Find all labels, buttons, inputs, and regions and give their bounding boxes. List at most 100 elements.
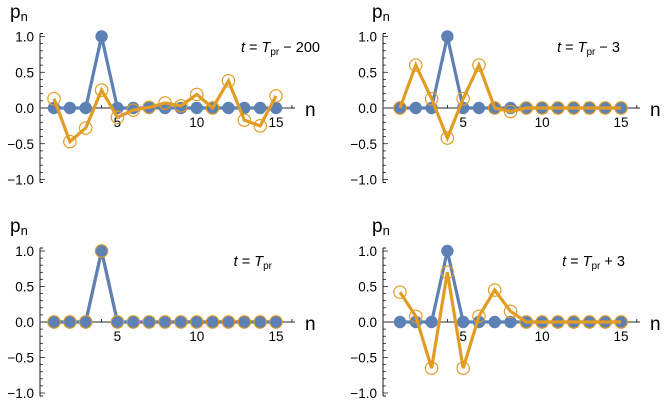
data-point bbox=[488, 315, 501, 329]
data-point-ring bbox=[614, 315, 628, 329]
data-point-ring bbox=[551, 315, 565, 329]
data-point-ring bbox=[142, 100, 156, 114]
data-point-ring bbox=[598, 315, 612, 329]
data-point bbox=[441, 244, 454, 258]
data-point-ring bbox=[535, 101, 549, 115]
data-point-ring bbox=[440, 265, 455, 279]
x-tick-label: 10 bbox=[189, 115, 204, 130]
data-point bbox=[174, 315, 188, 329]
data-point-ring bbox=[409, 58, 423, 72]
data-point bbox=[409, 101, 422, 115]
data-point-ring bbox=[488, 101, 502, 115]
data-point bbox=[94, 244, 109, 258]
data-point-ring bbox=[158, 96, 172, 110]
y-tick-label: −0.5 bbox=[7, 137, 34, 152]
time-annotation: t = Tpr​ bbox=[234, 254, 273, 272]
y-tick-label: 0.5 bbox=[15, 280, 34, 295]
y-tick-label: −1.0 bbox=[7, 173, 34, 188]
data-point bbox=[253, 315, 267, 329]
data-point-ring bbox=[205, 101, 220, 115]
y-axis-label: pn bbox=[372, 2, 390, 24]
data-point-ring bbox=[566, 315, 581, 329]
y-axis-label: pn bbox=[10, 216, 28, 238]
data-point-ring bbox=[63, 134, 77, 149]
data-point-ring bbox=[582, 101, 597, 115]
x-tick-label: 15 bbox=[614, 115, 629, 130]
data-point bbox=[237, 315, 252, 329]
data-point-ring bbox=[456, 92, 470, 106]
data-point bbox=[79, 315, 93, 329]
data-point-ring bbox=[503, 104, 518, 119]
x-axis-label: n bbox=[305, 314, 316, 335]
data-point-ring bbox=[94, 83, 109, 97]
data-point-ring bbox=[503, 304, 518, 319]
data-point-ring bbox=[488, 283, 502, 297]
y-tick-label: 0.5 bbox=[358, 280, 377, 295]
data-point-ring bbox=[519, 101, 534, 115]
series-initial bbox=[393, 244, 628, 329]
y-tick-label: −0.5 bbox=[350, 137, 377, 152]
data-point bbox=[190, 315, 204, 329]
data-point-ring bbox=[440, 131, 455, 145]
y-tick-label: 1.0 bbox=[358, 30, 377, 45]
data-point bbox=[126, 315, 141, 329]
data-point-ring bbox=[237, 113, 252, 127]
data-point-ring bbox=[566, 101, 581, 115]
time-annotation: t = Tpr − 200 bbox=[241, 40, 320, 58]
data-point bbox=[205, 315, 220, 329]
data-point-ring bbox=[614, 101, 628, 115]
data-point-ring bbox=[472, 309, 486, 324]
data-point-ring bbox=[424, 361, 439, 375]
data-point-ring bbox=[519, 315, 534, 329]
y-tick-label: 0.0 bbox=[15, 101, 34, 116]
data-point bbox=[472, 101, 486, 115]
x-tick-label: 5 bbox=[459, 329, 467, 344]
data-point bbox=[95, 30, 108, 43]
y-tick-label: −1.0 bbox=[350, 173, 377, 188]
y-tick-label: 0.0 bbox=[358, 315, 377, 330]
series-line bbox=[398, 272, 622, 369]
data-point bbox=[253, 101, 267, 115]
x-tick-label: 5 bbox=[114, 115, 122, 130]
x-axis-label: n bbox=[650, 314, 661, 335]
data-point-ring bbox=[409, 309, 423, 324]
time-annotation: t = Tpr + 3 bbox=[562, 254, 625, 272]
series-line bbox=[52, 77, 278, 145]
data-point-ring bbox=[472, 58, 486, 72]
data-point-ring bbox=[126, 103, 141, 117]
data-point-ring bbox=[269, 89, 283, 103]
x-tick-label: 5 bbox=[114, 329, 122, 344]
data-point bbox=[63, 101, 77, 115]
y-tick-label: 0.0 bbox=[358, 101, 377, 116]
data-point bbox=[456, 315, 470, 329]
data-point bbox=[190, 101, 203, 115]
data-point bbox=[425, 315, 438, 329]
x-tick-label: 15 bbox=[269, 115, 284, 130]
series-line bbox=[398, 60, 622, 143]
x-tick-label: 10 bbox=[189, 329, 204, 344]
data-point-ring bbox=[221, 74, 236, 88]
y-tick-label: −0.5 bbox=[350, 351, 377, 366]
data-point-ring bbox=[253, 119, 267, 133]
x-axis-label: n bbox=[650, 100, 661, 121]
y-tick-label: 1.0 bbox=[15, 30, 34, 45]
data-point-ring bbox=[393, 285, 407, 299]
data-point bbox=[63, 315, 77, 329]
x-tick-label: 15 bbox=[614, 329, 629, 344]
y-tick-label: 1.0 bbox=[358, 244, 377, 259]
data-point-ring bbox=[582, 315, 597, 329]
data-point bbox=[158, 315, 172, 329]
data-point bbox=[222, 101, 235, 115]
data-point-ring bbox=[535, 315, 549, 329]
data-point-ring bbox=[598, 101, 612, 115]
data-point bbox=[142, 315, 156, 329]
y-axis-label: pn bbox=[372, 216, 390, 238]
y-tick-label: 0.5 bbox=[358, 65, 377, 80]
data-point-ring bbox=[190, 87, 204, 102]
y-axis-label: pn bbox=[10, 2, 28, 24]
x-tick-label: 10 bbox=[535, 329, 550, 344]
